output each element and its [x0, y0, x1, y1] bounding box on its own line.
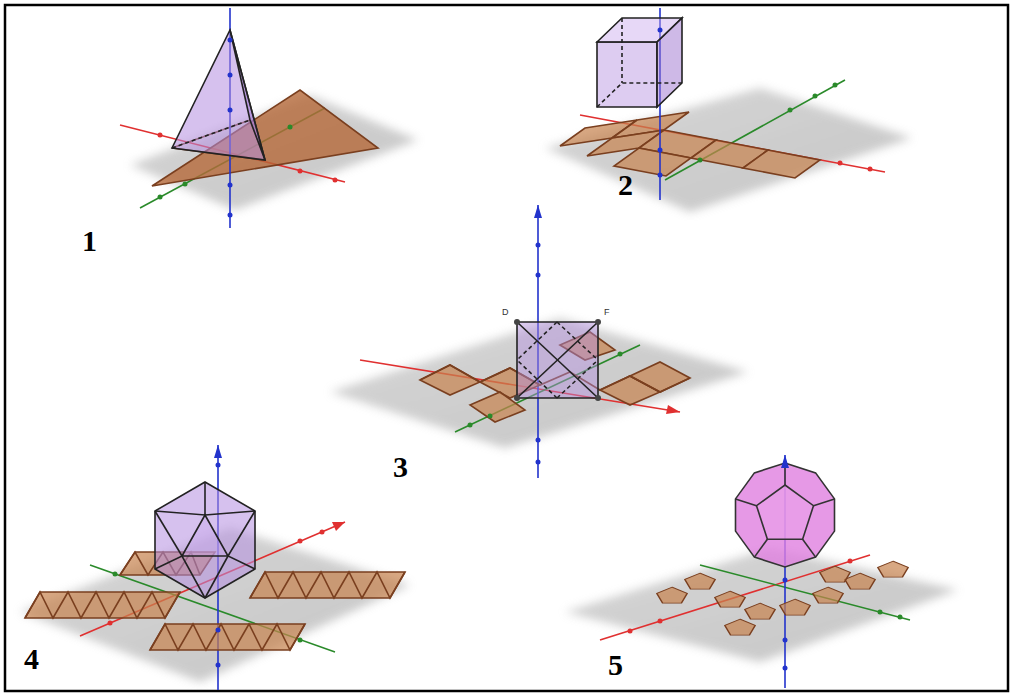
- panel-number: 4: [24, 644, 39, 674]
- point-label: F: [604, 308, 610, 317]
- panel-number: 2: [618, 170, 633, 200]
- point-label: D: [502, 308, 509, 317]
- panel-number: 5: [608, 650, 623, 680]
- panel-number: 3: [393, 452, 408, 482]
- panel-number: 1: [82, 226, 97, 256]
